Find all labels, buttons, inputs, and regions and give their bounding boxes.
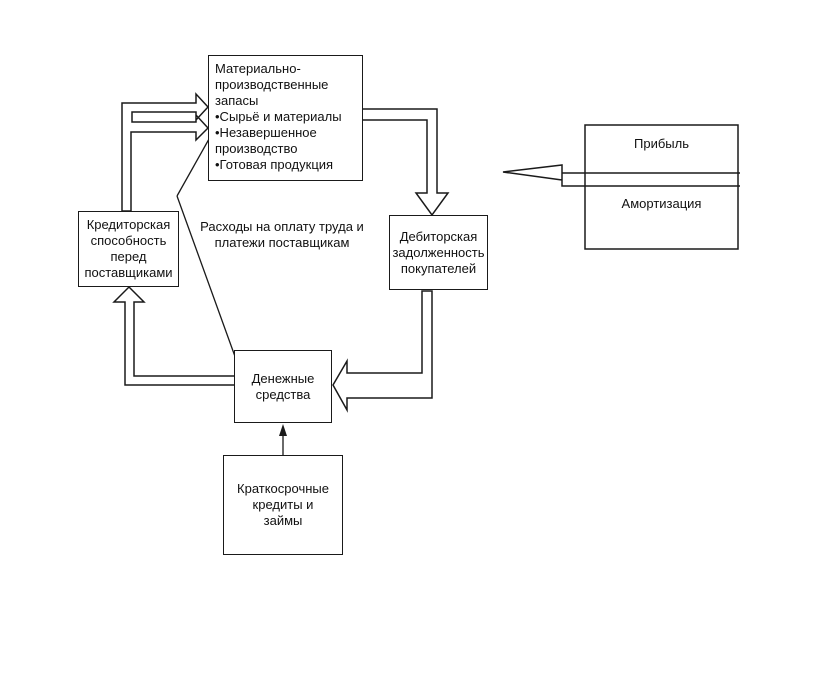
inventory-line: производственные	[215, 77, 329, 92]
funding-block	[584, 124, 739, 250]
payables-box: Кредиторская способность перед поставщик…	[78, 211, 179, 287]
inventory-line: •Незавершенное	[215, 125, 317, 140]
receivables-line: покупателей	[400, 260, 477, 276]
arrow-cash-to-payables	[112, 285, 236, 386]
depreciation-label: Амортизация	[621, 196, 702, 211]
payables-line: перед	[110, 249, 147, 264]
arrow-inventory-to-receivables	[361, 108, 450, 217]
inventory-line: •Сырьё и материалы	[215, 109, 342, 124]
arrow-funding-sources	[502, 164, 740, 187]
receivables-line: Дебиторская	[399, 228, 478, 244]
inventory-line: производство	[215, 141, 298, 156]
loans-line: Краткосрочные	[237, 481, 329, 496]
loans-box: Краткосрочные кредиты и займы	[223, 455, 343, 555]
profit-label: Прибыль	[634, 136, 689, 151]
inventory-line: Материально-	[215, 61, 301, 76]
expenses-line: платежи поставщикам	[214, 235, 350, 250]
receivables-line: задолженность	[392, 244, 485, 260]
loans-line: займы	[263, 513, 303, 528]
payables-line: поставщиками	[84, 265, 173, 280]
expenses-label: Расходы на оплату труда и платежи постав…	[196, 219, 368, 251]
arrow-receivables-to-cash	[332, 290, 433, 413]
inventory-box: Материально- производственные запасы •Сы…	[208, 55, 363, 181]
loans-line: кредиты и	[252, 497, 314, 512]
cash-line: средства	[255, 386, 311, 402]
expenses-line: Расходы на оплату труда и	[200, 219, 364, 234]
arrow-cash-to-inventory-line	[176, 195, 238, 363]
arrow-loans-to-cash-head	[279, 424, 287, 436]
cash-box: Денежные средства	[234, 350, 332, 423]
cash-line: Денежные	[251, 370, 315, 386]
payables-line: способность	[90, 233, 167, 248]
arrow-payables-to-inventory	[121, 92, 210, 212]
receivables-box: Дебиторская задолженность покупателей	[389, 215, 488, 290]
inventory-line: •Готовая продукция	[215, 157, 334, 172]
inventory-line: запасы	[215, 93, 259, 108]
payables-line: Кредиторская	[86, 217, 171, 232]
